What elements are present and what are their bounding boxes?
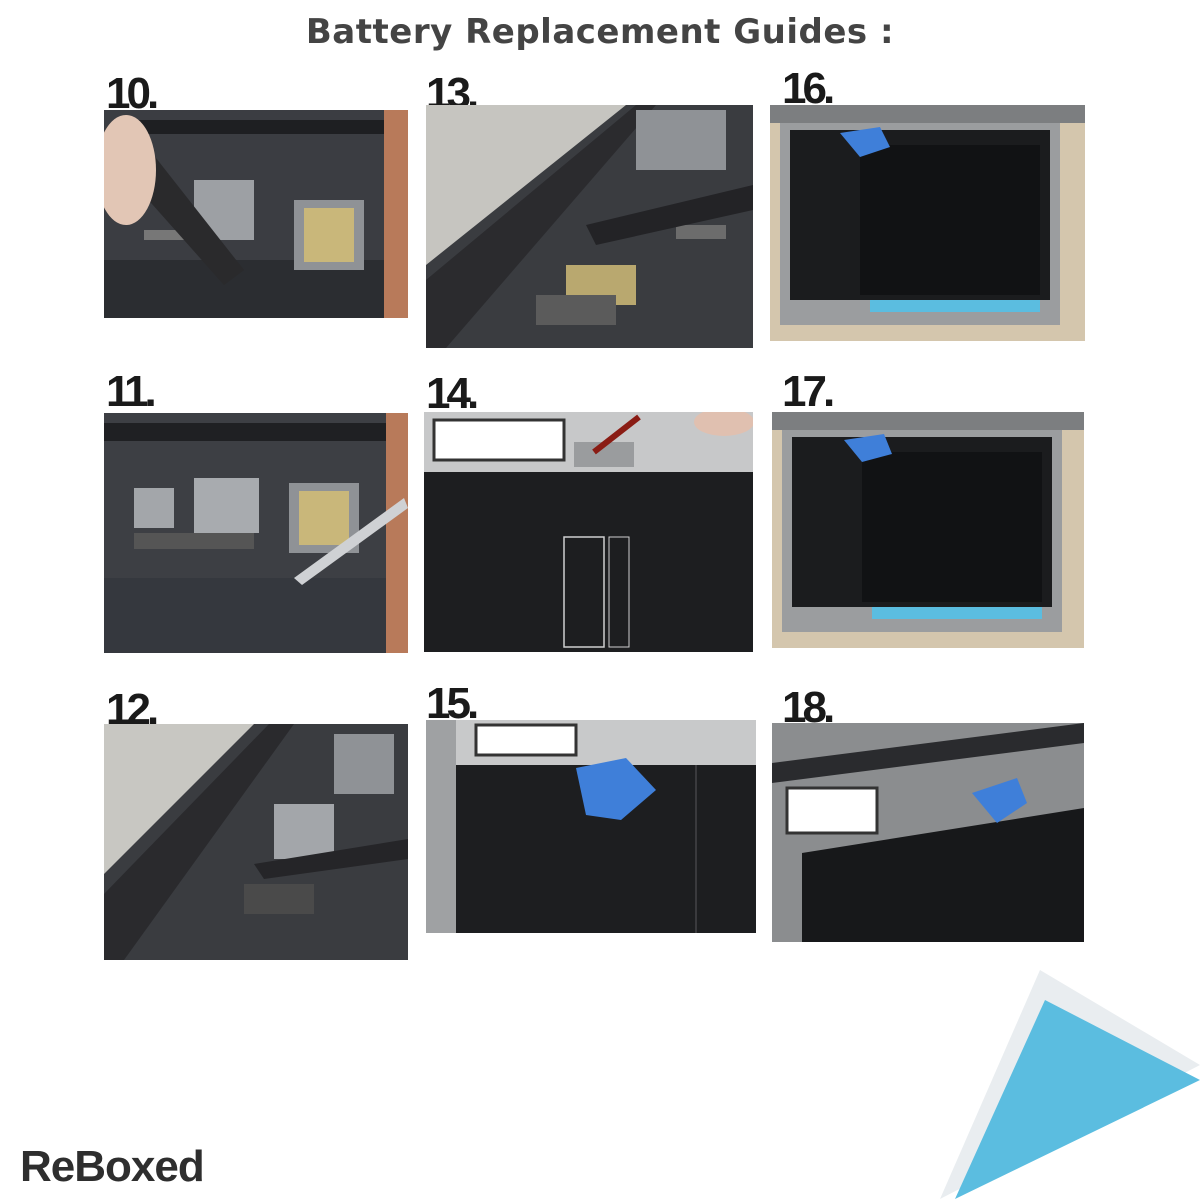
step-photo-16 <box>770 105 1085 341</box>
page-curl-corner <box>940 970 1200 1199</box>
step-photo-13 <box>426 105 753 348</box>
step-photo-15 <box>426 720 756 933</box>
step-number-18: 18. <box>782 683 835 732</box>
step-number-16: 16. <box>782 64 835 113</box>
step-number-11: 11. <box>106 367 157 416</box>
brand-logo: ReBoxed <box>20 1142 205 1191</box>
step-photo-12 <box>104 724 408 960</box>
step-photo-11 <box>104 413 408 653</box>
step-number-10: 10. <box>106 69 159 118</box>
page-title: Battery Replacement Guides : <box>305 12 895 52</box>
step-photo-17 <box>772 412 1084 648</box>
step-photo-18 <box>772 723 1084 942</box>
step-number-14: 14. <box>426 369 479 418</box>
step-photo-10 <box>104 110 408 318</box>
step-number-17: 17. <box>782 367 835 416</box>
step-photo-14 <box>424 412 753 652</box>
step-number-15: 15. <box>426 679 479 728</box>
